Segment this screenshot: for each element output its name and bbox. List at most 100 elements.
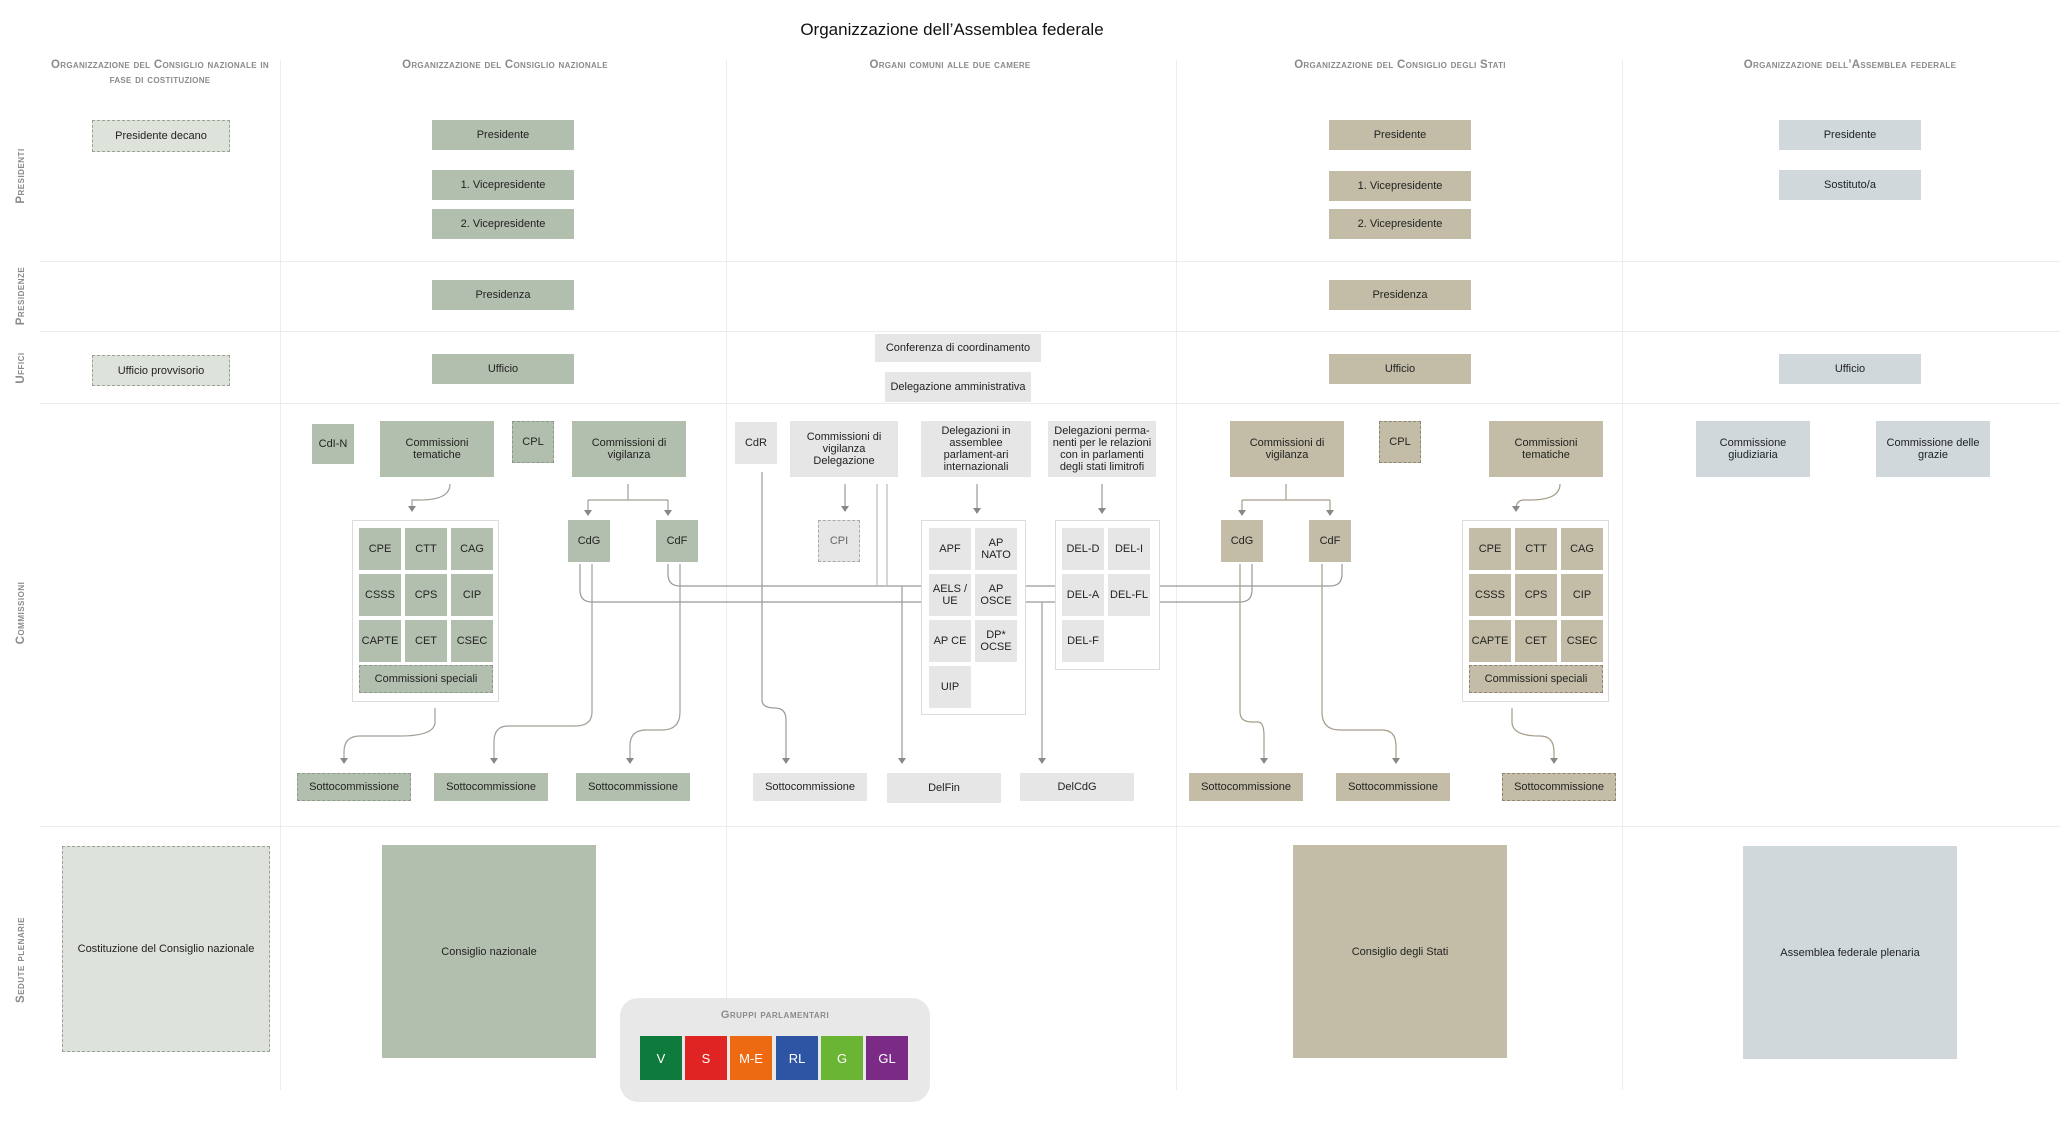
column-header-af: Organizzazione dell’Assemblea federale [1743, 59, 1957, 71]
cs-committee-cell: CTT [1515, 528, 1557, 570]
neighbour-delegation-cell: DEL-F [1062, 620, 1104, 662]
cdr-box: CdR [735, 422, 777, 464]
page-title: Organizzazione dell’Assemblea federale [800, 20, 1104, 39]
af-pardons-committee-box: Commissione delle grazie [1876, 421, 1990, 477]
cs-committee-cell: CAG [1561, 528, 1603, 570]
intl-delegation-cell: AP OSCE [975, 574, 1017, 616]
nc-cpl-box: CPL [512, 421, 554, 463]
intl-delegation-cell: AELS / UE [929, 574, 971, 616]
intl-delegation-cell: UIP [929, 666, 971, 708]
column-header-common: Organi comuni alle due camere [869, 59, 1031, 71]
nc-cdg-box: CdG [568, 520, 610, 562]
cs-committee-cell: CPS [1515, 574, 1557, 616]
delfin-box: DelFin [887, 773, 1001, 803]
nc-committee-cell: CAG [451, 528, 493, 570]
nc-subcommittee-box: Sottocommissione [297, 773, 411, 801]
af-office-box: Ufficio [1779, 354, 1921, 384]
cs-committee-cell: CET [1515, 620, 1557, 662]
nc-committee-cell: CIP [451, 574, 493, 616]
af-judicial-committee-box: Commissione giudiziaria [1696, 421, 1810, 477]
intl-delegation-cell: AP NATO [975, 528, 1017, 570]
neighbour-delegation-cell: DEL-D [1062, 528, 1104, 570]
nc-thematic-committees-box: Commissioni tematiche [380, 421, 494, 477]
nc-president-box: Presidente [432, 120, 574, 150]
row-separator [40, 261, 2060, 262]
cs-thematic-committees-box: Commissioni tematiche [1489, 421, 1603, 477]
cs-vice-president-2-box: 2. Vicepresidente [1329, 209, 1471, 239]
group-gl-box: GL [866, 1036, 908, 1080]
nc-subcommittee-box: Sottocommissione [434, 773, 548, 801]
administrative-delegation-box: Delegazione amministrativa [885, 372, 1031, 402]
cs-president-box: Presidente [1329, 120, 1471, 150]
intl-delegation-cell: AP CE [929, 620, 971, 662]
nc-vice-president-2-box: 2. Vicepresidente [432, 209, 574, 239]
nc-committee-cell: CPE [359, 528, 401, 570]
column-separator [1622, 60, 1623, 1090]
column-header-nc: Organizzazione del Consiglio nazionale [402, 59, 608, 71]
af-president-box: Presidente [1779, 120, 1921, 150]
af-substitute-box: Sostituto/a [1779, 170, 1921, 200]
common-subcommittee-box: Sottocommissione [753, 773, 867, 801]
international-delegations-box: Delegazioni in assemblee parlament-ari i… [921, 421, 1031, 477]
cs-cdg-box: CdG [1221, 520, 1263, 562]
cs-committee-cell: CSSS [1469, 574, 1511, 616]
nc-plenary-box: Consiglio nazionale [382, 845, 596, 1058]
neighbour-delegation-cell: DEL-I [1108, 528, 1150, 570]
cs-plenary-box: Consiglio degli Stati [1293, 845, 1507, 1058]
column-separator [726, 60, 727, 1090]
nc-supervisory-committees-box: Commissioni di vigilanza [572, 421, 686, 477]
neighbour-delegations-box: Delegazioni perma-nenti per le relazioni… [1048, 421, 1156, 477]
cs-supervisory-committees-box: Commissioni di vigilanza [1230, 421, 1344, 477]
intl-delegation-cell: DP* OCSE [975, 620, 1017, 662]
cs-cdf-box: CdF [1309, 520, 1351, 562]
nc-vice-president-1-box: 1. Vicepresidente [432, 170, 574, 200]
cs-vice-president-1-box: 1. Vicepresidente [1329, 171, 1471, 201]
column-header-nc-constitution: Organizzazione del Consiglio nazionale i… [51, 59, 269, 86]
cs-committee-cell: CAPTE [1469, 620, 1511, 662]
cs-subcommittee-box: Sottocommissione [1502, 773, 1616, 801]
nc-office-box: Ufficio [432, 354, 574, 384]
group-v-box: V [640, 1036, 682, 1080]
president-dean-box: Presidente decano [92, 120, 230, 152]
intl-delegation-cell: APF [929, 528, 971, 570]
cs-committee-cell: CPE [1469, 528, 1511, 570]
nc-presidency-box: Presidenza [432, 280, 574, 310]
nc-committee-cell: CTT [405, 528, 447, 570]
cs-presidency-box: Presidenza [1329, 280, 1471, 310]
column-header-cs: Organizzazione del Consiglio degli Stati [1294, 59, 1506, 71]
nc-committee-cell: CSSS [359, 574, 401, 616]
nc-cdf-box: CdF [656, 520, 698, 562]
column-separator [1176, 60, 1177, 1090]
nc-committee-cell: CET [405, 620, 447, 662]
group-g-box: G [821, 1036, 863, 1080]
cs-committee-cell: CSEC [1561, 620, 1603, 662]
parliamentary-groups-title: Gruppi parlamentari [720, 1009, 830, 1021]
nc-committee-cell: CAPTE [359, 620, 401, 662]
row-separator [40, 331, 2060, 332]
group-me-box: M-E [730, 1036, 772, 1080]
nc-committee-cell: CPS [405, 574, 447, 616]
cs-subcommittee-box: Sottocommissione [1189, 773, 1303, 801]
supervisory-delegation-box: Commissioni di vigilanza Delegazione [790, 421, 898, 477]
neighbour-delegation-cell: DEL-FL [1108, 574, 1150, 616]
group-s-box: S [685, 1036, 727, 1080]
delcdg-box: DelCdG [1020, 773, 1134, 801]
group-rl-box: RL [776, 1036, 818, 1080]
row-separator [40, 826, 2060, 827]
cs-special-committees-box: Commissioni speciali [1469, 665, 1603, 693]
cpi-box: CPI [818, 520, 860, 562]
nc-subcommittee-box: Sottocommissione [576, 773, 690, 801]
nc-cdin-box: CdI-N [312, 424, 354, 464]
cs-office-box: Ufficio [1329, 354, 1471, 384]
cs-committee-cell: CIP [1561, 574, 1603, 616]
af-plenary-box: Assemblea federale plenaria [1743, 846, 1957, 1059]
coordination-conference-box: Conferenza di coordinamento [875, 334, 1041, 362]
provisional-office-box: Ufficio provvisorio [92, 355, 230, 386]
nc-constitution-plenary-box: Costituzione del Consiglio nazionale [62, 846, 270, 1052]
row-separator [40, 403, 2060, 404]
neighbour-delegation-cell: DEL-A [1062, 574, 1104, 616]
column-separator [280, 60, 281, 1090]
nc-special-committees-box: Commissioni speciali [359, 665, 493, 693]
cs-cpl-box: CPL [1379, 421, 1421, 463]
